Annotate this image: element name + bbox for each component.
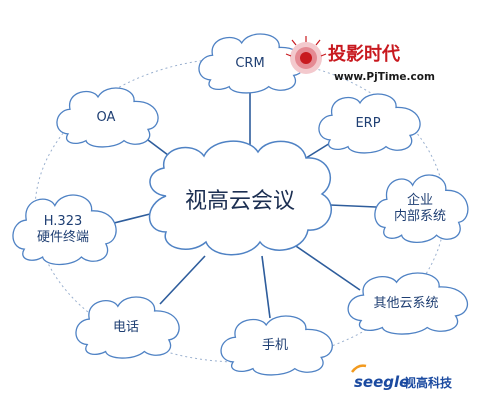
cloud-node-mobile: 手机 xyxy=(220,315,333,376)
cloud-shape-mobile xyxy=(220,315,333,376)
watermark: 投影时代 www.PjTime.com xyxy=(285,36,435,83)
cloud-label-phone: 电话 xyxy=(113,320,139,335)
link-h323 xyxy=(109,213,151,225)
cloud-label-h323-line2: 硬件终端 xyxy=(37,229,89,245)
cloud-label-mobile: 手机 xyxy=(262,338,288,353)
link-enterprise xyxy=(329,204,377,208)
cloud-label-erp: ERP xyxy=(355,116,380,131)
cloud-shape-h323 xyxy=(12,194,117,266)
cloud-label-enterprise-line2: 内部系统 xyxy=(394,208,446,224)
cloud-node-erp: ERP xyxy=(318,93,421,154)
watermark-title: 投影时代 xyxy=(328,43,400,65)
center-cloud: 视高云会议 xyxy=(148,140,333,256)
cloud-label-h323-line1: H.323 xyxy=(44,214,83,229)
cloud-node-crm: CRM xyxy=(198,33,305,94)
cloud-label-oa: OA xyxy=(97,110,116,125)
cloud-shape-oa xyxy=(56,87,159,148)
cloud-shape-other-cloud xyxy=(347,272,468,335)
cloud-node-phone: 电话 xyxy=(75,296,180,359)
cloud-label-enterprise-line1: 企业 xyxy=(407,192,433,208)
link-phone xyxy=(159,255,206,305)
seegle-logo: seegle 视高科技 xyxy=(351,364,453,391)
cloud-label-crm: CRM xyxy=(235,56,264,71)
cloud-node-oa: OA xyxy=(56,87,159,148)
center-cloud-shape xyxy=(148,140,333,256)
cloud-node-other-cloud: 其他云系统 xyxy=(347,272,468,335)
logo-swoosh-icon xyxy=(351,364,367,373)
cloud-shape-phone xyxy=(75,296,180,359)
link-other-cloud xyxy=(289,241,361,291)
cloud-shape-enterprise xyxy=(374,174,469,244)
cloud-shape-erp xyxy=(318,93,421,154)
brand-name-cn: 视高科技 xyxy=(404,375,453,390)
center-label: 视高云会议 xyxy=(185,189,295,214)
cloud-label-other-cloud: 其他云系统 xyxy=(373,296,438,311)
link-mobile xyxy=(261,255,271,319)
watermark-burst-icon xyxy=(285,36,327,74)
watermark-url: www.PjTime.com xyxy=(334,71,435,83)
brand-logo-text: seegle xyxy=(354,373,409,391)
